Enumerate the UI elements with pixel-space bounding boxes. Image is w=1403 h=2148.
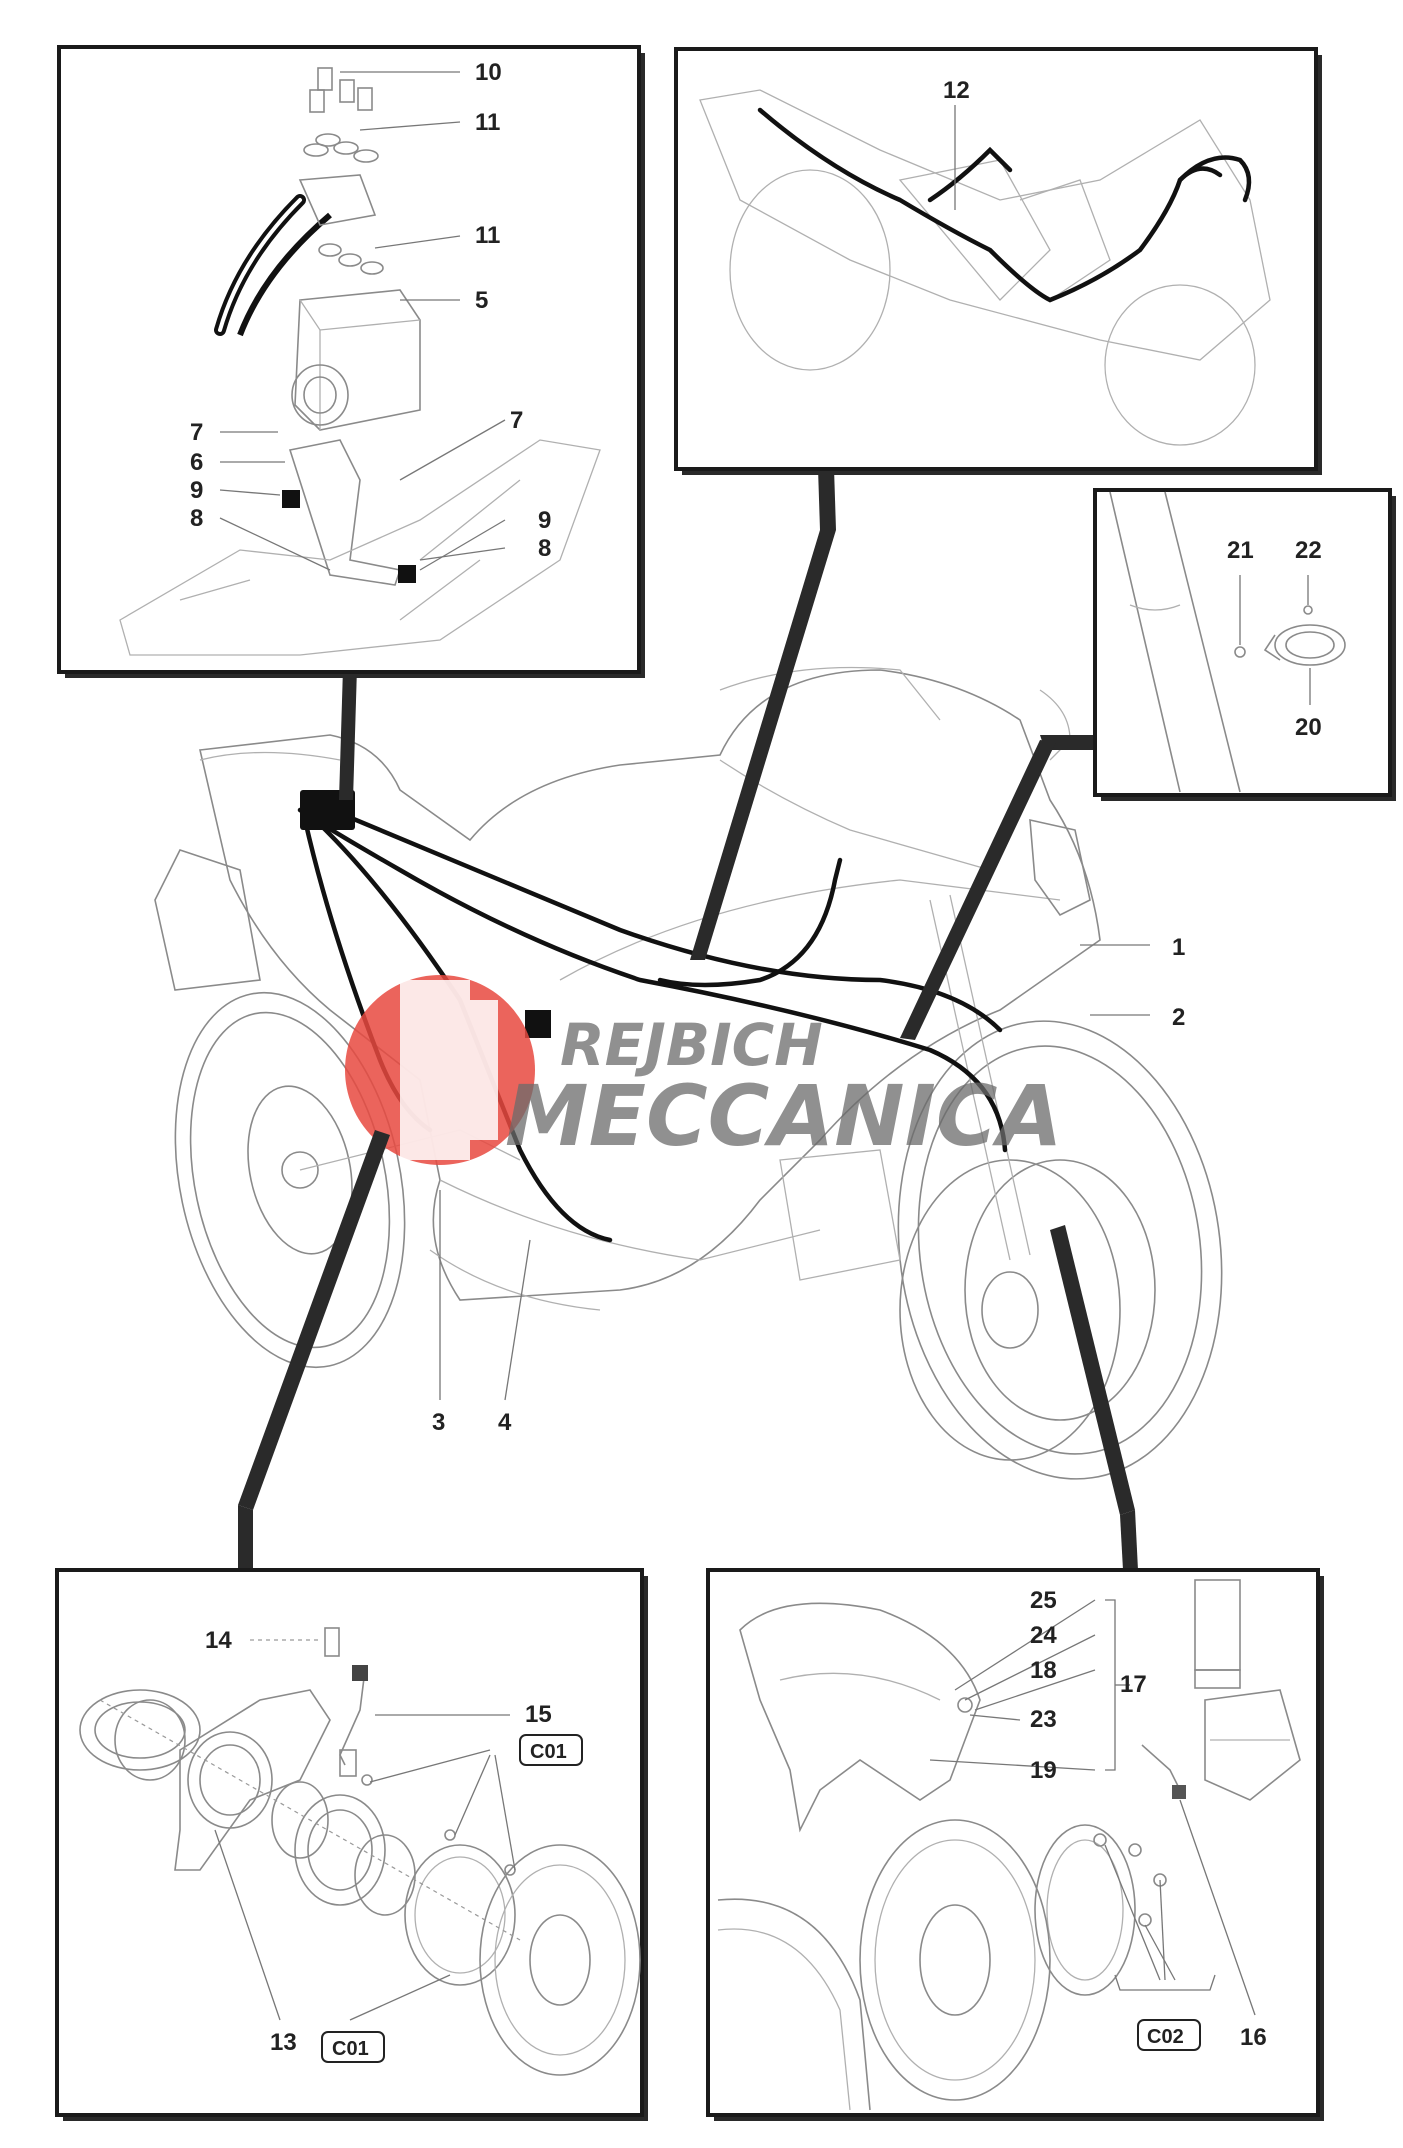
code-c01-top: C01 [530,1741,567,1763]
label-8-right: 8 [538,535,551,562]
panel-abs-unit [57,45,645,678]
label-21: 21 [1227,537,1254,564]
label-10: 10 [475,59,502,86]
label-17: 17 [1120,1671,1147,1698]
label-5: 5 [475,287,488,314]
label-12: 12 [943,77,970,104]
code-c01-bottom: C01 [332,2038,369,2060]
panel-front-brake [706,1568,1324,2121]
label-20: 20 [1295,714,1322,741]
label-1: 1 [1172,934,1185,961]
label-7-right: 7 [510,407,523,434]
label-8-left: 8 [190,505,203,532]
label-15: 15 [525,1701,552,1728]
label-6: 6 [190,449,203,476]
label-2: 2 [1172,1004,1185,1031]
label-19: 19 [1030,1757,1057,1784]
label-3: 3 [432,1409,445,1436]
code-box-c02 [1137,2019,1201,2051]
panel-harness [674,47,1322,475]
label-13: 13 [270,2029,297,2056]
label-9-right: 9 [538,507,551,534]
label-11-top: 11 [475,109,500,136]
label-7-left: 7 [190,419,203,446]
watermark-line1: REJBICH [560,1011,823,1079]
label-18: 18 [1030,1657,1057,1684]
label-11-bottom: 11 [475,222,500,249]
code-box-c01-top [519,1734,583,1766]
panel-clamp [1093,488,1396,801]
callout-connectors [238,468,1138,1570]
code-c02: C02 [1147,2026,1184,2048]
watermark-logo: REJBICH MECCANICA [345,975,1062,1165]
main-leaders [439,944,1150,1401]
label-9-left: 9 [190,477,203,504]
label-14: 14 [205,1627,232,1654]
label-22: 22 [1295,537,1322,564]
label-25: 25 [1030,1587,1057,1614]
label-16: 16 [1240,2024,1267,2051]
motorcycle-main-view [154,666,1223,1480]
label-24: 24 [1030,1622,1057,1649]
label-23: 23 [1030,1706,1057,1733]
label-4: 4 [498,1409,512,1436]
code-box-c01-bottom [321,2031,385,2063]
watermark-line2: MECCANICA [505,1067,1062,1165]
panel-rear-brake [55,1568,648,2121]
